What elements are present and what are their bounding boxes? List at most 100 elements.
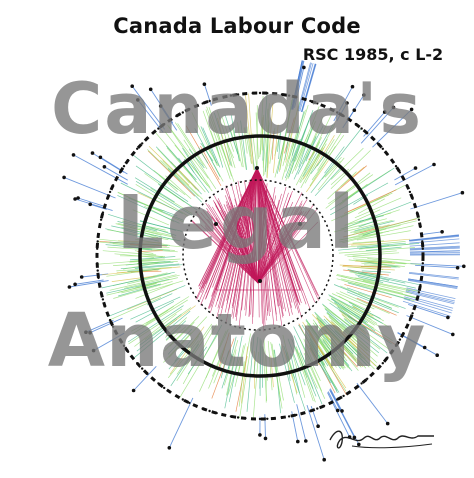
link-line	[410, 254, 460, 255]
node-dot	[422, 248, 424, 250]
node-dot	[98, 284, 100, 286]
node-dot	[288, 415, 290, 417]
node-dot	[336, 111, 338, 113]
node-dot	[182, 398, 184, 400]
node-dot	[223, 414, 225, 416]
link-line	[410, 253, 460, 254]
node-dot	[391, 159, 393, 161]
node-dot	[421, 240, 423, 242]
node-dot	[360, 127, 362, 129]
node-dot	[237, 93, 239, 95]
node-dot	[152, 132, 154, 134]
node-dot	[409, 191, 411, 193]
link-line	[338, 246, 389, 251]
link-line	[90, 318, 122, 333]
node-dot	[100, 219, 102, 221]
link-line	[282, 344, 298, 393]
node-dot	[62, 176, 66, 180]
link-line	[272, 344, 281, 402]
node-dot	[259, 418, 261, 420]
node-dot	[258, 279, 262, 283]
node-dot	[420, 233, 422, 235]
node-dot	[146, 373, 148, 375]
node-dot	[395, 165, 397, 167]
node-dot	[73, 283, 77, 287]
node-dot	[342, 395, 344, 397]
node-dot	[203, 82, 207, 86]
node-dot	[422, 262, 424, 264]
node-dot	[371, 373, 373, 375]
node-dot	[215, 98, 217, 100]
node-dot	[102, 298, 104, 300]
node-dot	[382, 148, 384, 150]
node-dot	[127, 351, 129, 353]
node-dot	[323, 105, 325, 107]
node-dot	[127, 159, 129, 161]
node-dot	[295, 414, 297, 416]
node-dot	[149, 88, 153, 92]
statute-citation: RSC 1985, c L-2	[278, 45, 468, 64]
node-dot	[97, 269, 99, 271]
node-dot	[418, 219, 420, 221]
node-dot	[141, 142, 143, 144]
node-dot	[456, 266, 460, 270]
node-dot	[208, 410, 210, 412]
node-dot	[102, 211, 104, 213]
node-dot	[402, 178, 404, 180]
signature-mark	[322, 418, 442, 458]
node-dot	[119, 338, 121, 340]
node-dot	[422, 255, 424, 257]
node-dot	[386, 356, 388, 358]
node-dot	[377, 142, 379, 144]
node-dot	[244, 417, 246, 419]
node-dot	[419, 284, 421, 286]
node-dot	[188, 402, 190, 404]
node-dot	[281, 416, 283, 418]
node-dot	[214, 222, 218, 226]
link-line	[409, 272, 459, 277]
node-dot	[223, 96, 225, 98]
node-dot	[96, 262, 98, 264]
node-dot	[342, 115, 344, 117]
node-dot	[72, 153, 76, 157]
node-dot	[336, 398, 338, 400]
node-dot	[406, 184, 408, 186]
link-line	[75, 199, 113, 211]
node-dot	[399, 338, 401, 340]
link-line	[78, 198, 106, 207]
node-dot	[159, 104, 163, 108]
node-dot	[80, 275, 84, 279]
node-dot	[371, 137, 373, 139]
node-dot	[288, 94, 290, 96]
node-dot	[366, 132, 368, 134]
link-line	[118, 221, 158, 231]
node-dot	[103, 165, 107, 169]
node-dot	[230, 415, 232, 417]
link-line	[207, 107, 227, 161]
node-dot	[304, 439, 308, 443]
node-dot	[323, 405, 325, 407]
node-dot	[163, 123, 165, 125]
node-dot	[309, 100, 311, 102]
node-dot	[130, 84, 134, 88]
node-dot	[175, 115, 177, 117]
node-dot	[330, 402, 332, 404]
node-dot	[395, 345, 397, 347]
node-dot	[345, 101, 349, 105]
node-dot	[131, 153, 133, 155]
node-dot	[302, 66, 306, 70]
node-dot	[136, 362, 138, 364]
node-dot	[168, 446, 172, 450]
node-dot	[237, 416, 239, 418]
link-line	[153, 207, 178, 216]
node-dot	[91, 151, 95, 155]
node-dot	[383, 110, 387, 114]
node-dot	[410, 108, 414, 112]
node-dot	[96, 248, 98, 250]
node-dot	[418, 291, 420, 293]
node-dot	[84, 330, 88, 334]
node-dot	[92, 349, 96, 353]
node-dot	[322, 458, 326, 462]
node-dot	[88, 203, 92, 207]
link-line	[362, 271, 391, 272]
